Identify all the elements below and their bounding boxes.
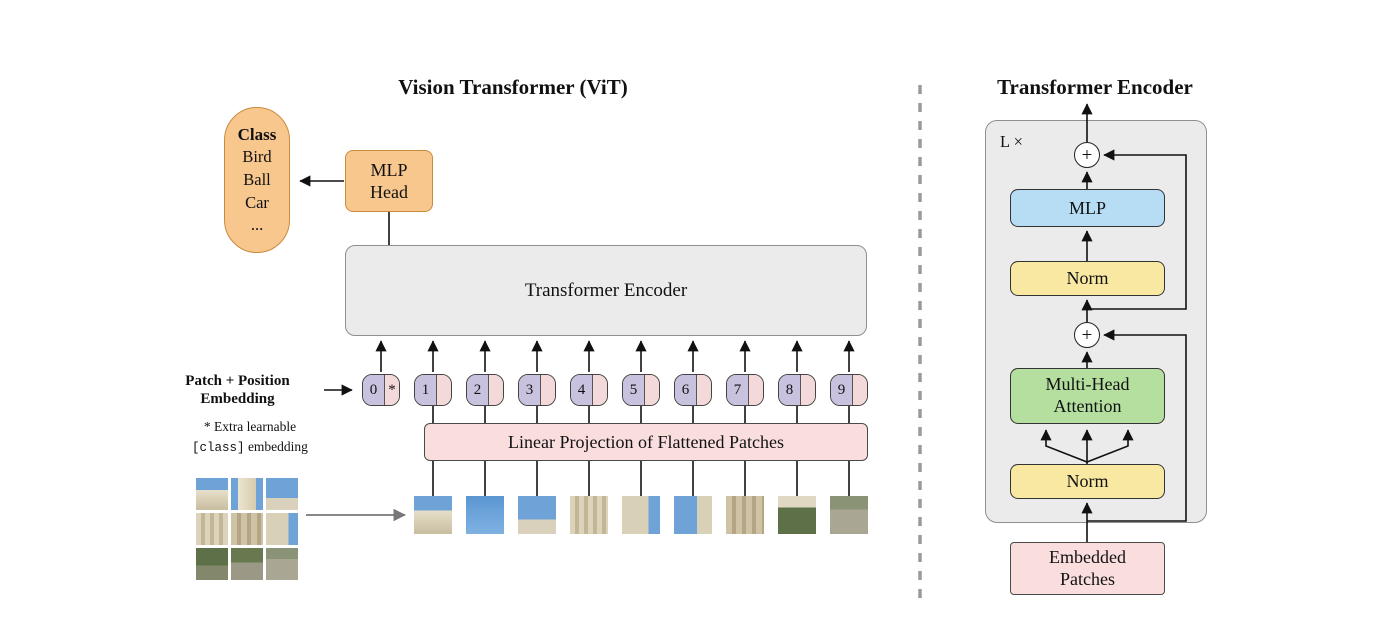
residual-add-top: +	[1074, 142, 1100, 168]
token-index: 8	[779, 375, 801, 405]
image-patch	[414, 496, 452, 534]
footnote-line1: * Extra learnable	[203, 419, 297, 434]
footnote-class-code: [class]	[192, 441, 245, 456]
embedding-token: 3	[518, 374, 556, 406]
image-patch	[266, 513, 298, 545]
image-patch	[196, 548, 228, 580]
token-patch-embedding	[697, 375, 711, 405]
class-pill-item: Car	[245, 192, 269, 212]
residual-add-bottom: +	[1074, 322, 1100, 348]
image-patch	[570, 496, 608, 534]
patch-position-embedding-label: Patch + Position Embedding	[185, 373, 290, 407]
class-pill-item: Ball	[243, 169, 271, 189]
image-patch	[466, 496, 504, 534]
token-patch-embedding	[801, 375, 815, 405]
token-index: 7	[727, 375, 749, 405]
token-patch-embedding	[749, 375, 763, 405]
token-patch-embedding	[541, 375, 555, 405]
source-image-grid	[196, 478, 298, 580]
embedding-token: 0 *	[362, 374, 400, 406]
left-panel-title: Vision Transformer (ViT)	[398, 74, 628, 99]
token-index: 4	[571, 375, 593, 405]
token-index: 3	[519, 375, 541, 405]
embedding-token: 8	[778, 374, 816, 406]
embedding-token: 7	[726, 374, 764, 406]
image-patch	[726, 496, 764, 534]
mlp-head-box: MLP Head	[345, 150, 433, 212]
linear-projection-box: Linear Projection of Flattened Patches	[424, 423, 868, 461]
image-patch	[622, 496, 660, 534]
right-panel-title: Transformer Encoder	[997, 74, 1193, 99]
image-patch	[231, 478, 263, 510]
class-pill-item: Bird	[242, 147, 272, 167]
class-pill-item: ...	[250, 215, 264, 235]
embedding-token: 4	[570, 374, 608, 406]
transformer-encoder-box: Transformer Encoder	[345, 245, 867, 336]
token-index: 2	[467, 375, 489, 405]
embedding-token: 2	[466, 374, 504, 406]
image-patch	[778, 496, 816, 534]
embedding-token: 6	[674, 374, 712, 406]
encoder-block-container	[985, 120, 1207, 523]
token-index: 0	[363, 375, 385, 405]
footnote-line2: embedding	[244, 439, 308, 455]
image-patch	[518, 496, 556, 534]
class-token-footnote: * Extra learnable [class] embedding	[165, 417, 335, 458]
embedding-token: 9	[830, 374, 868, 406]
norm-lower-box: Norm	[1010, 464, 1165, 499]
image-patch	[231, 548, 263, 580]
class-output-pill: Class Bird Ball Car ...	[224, 107, 290, 253]
token-patch-embedding	[853, 375, 867, 405]
image-patch	[266, 548, 298, 580]
image-patch	[674, 496, 712, 534]
token-index: 1	[415, 375, 437, 405]
token-patch-embedding	[593, 375, 607, 405]
mlp-box: MLP	[1010, 189, 1165, 227]
image-patch	[231, 513, 263, 545]
embedding-token: 5	[622, 374, 660, 406]
image-patch	[196, 478, 228, 510]
image-patch	[830, 496, 868, 534]
token-index: 5	[623, 375, 645, 405]
token-patch-embedding	[489, 375, 503, 405]
token-patch-embedding	[437, 375, 451, 405]
token-index: 9	[831, 375, 853, 405]
image-patch	[196, 513, 228, 545]
embedding-token: 1	[414, 374, 452, 406]
embedded-patches-box: Embedded Patches	[1010, 542, 1165, 595]
multi-head-attention-box: Multi-Head Attention	[1010, 368, 1165, 424]
norm-upper-box: Norm	[1010, 261, 1165, 296]
token-index: 6	[675, 375, 697, 405]
image-patch	[266, 478, 298, 510]
layer-repeat-label: L ×	[1000, 132, 1023, 151]
class-token-star: *	[385, 375, 399, 405]
token-patch-embedding	[645, 375, 659, 405]
class-pill-header: Class	[237, 124, 277, 144]
